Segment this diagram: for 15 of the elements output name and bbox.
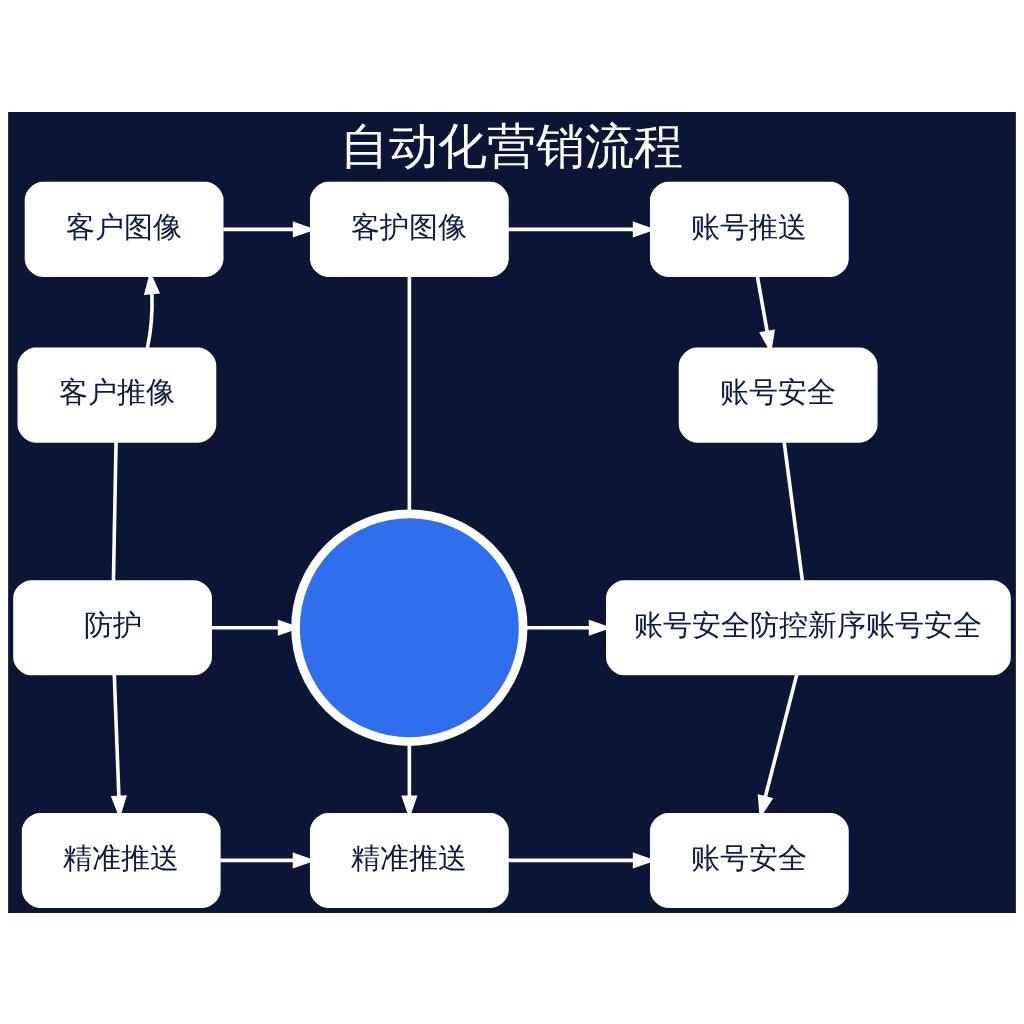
node-box: 客户推像 bbox=[17, 347, 217, 443]
connector bbox=[111, 441, 118, 581]
connector bbox=[782, 441, 805, 581]
node-box: 客户图像 bbox=[24, 181, 224, 277]
node-box: 防护 bbox=[13, 579, 212, 675]
node-box: 账号推送 bbox=[649, 181, 849, 277]
node-box: 客护图像 bbox=[309, 181, 509, 277]
node-box: 精准推送 bbox=[21, 812, 221, 908]
node-box: 账号安全 bbox=[678, 347, 878, 443]
node-box: 账号安全防控新序账号安全 bbox=[606, 579, 1011, 675]
node-box: 账号安全 bbox=[649, 812, 849, 908]
node-box: 精准推送 bbox=[309, 812, 509, 908]
arrow bbox=[211, 619, 301, 636]
diagram-title: 自动化营销流程 bbox=[340, 117, 684, 175]
node-circle bbox=[291, 509, 528, 746]
